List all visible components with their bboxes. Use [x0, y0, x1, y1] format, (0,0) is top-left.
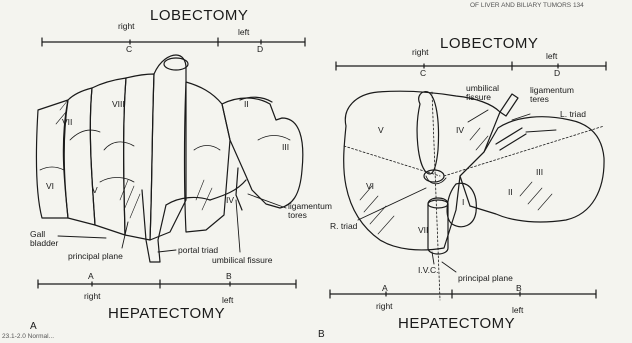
panel-b-top-c: C [420, 69, 426, 78]
panel-a-liver [36, 55, 302, 262]
panel-a-callout-ligamentum: ligamentum tores [288, 202, 332, 221]
panel-b-callout-ivc: I.V.C. [418, 266, 438, 275]
panel-a-bottom-left: left [222, 296, 233, 305]
panel-a-bottom-right: right [84, 292, 101, 301]
panel-b-bottom-title: HEPATECTOMY [398, 316, 515, 331]
panel-a-top-c: C [126, 45, 132, 54]
panel-a-letter: A [30, 322, 37, 332]
panel-b-top-title: LOBECTOMY [440, 36, 538, 51]
panel-a-segment-vii: VII [62, 118, 72, 127]
panel-b-segment-i: I [462, 198, 464, 207]
panel-a-bottom-b: B [226, 272, 232, 281]
panel-a-callout-gall-bladder: Gall bladder [30, 230, 58, 249]
page-header: OF LIVER AND BILIARY TUMORS 134 [470, 3, 584, 10]
panel-b-callout-umbilical-fissure: umbilical fissure [466, 84, 499, 103]
panel-a-callout-portal-triad: portal triad [178, 246, 218, 255]
panel-b-top-right: right [412, 48, 429, 57]
panel-a-top-right: right [118, 22, 135, 31]
panel-b-segment-v: V [378, 126, 384, 135]
panel-b-top-bracket [336, 62, 606, 70]
panel-b-callout-l-triad: L. triad [560, 110, 586, 119]
panel-b-bottom-right: right [376, 302, 393, 311]
panel-a-segment-vi: VI [46, 182, 54, 191]
panel-b-bottom-a: A [382, 284, 388, 293]
panel-a-callout-principal-plane: principal plane [68, 252, 123, 261]
panel-a-segment-v: V [92, 186, 98, 195]
panel-a-callout-umbilical-fissure: umbilical fissure [212, 256, 272, 265]
panel-b-bottom-b: B [516, 284, 522, 293]
panel-a-top-left: left [238, 28, 249, 37]
panel-b-segment-ii: II [508, 188, 513, 197]
panel-b-letter: B [318, 330, 325, 340]
panel-a-segment-ii: II [244, 100, 249, 109]
panel-b-bottom-left: left [512, 306, 523, 315]
panel-a-callouts [58, 194, 286, 252]
panel-b-top-d: D [554, 69, 560, 78]
panel-a-top-title: LOBECTOMY [150, 8, 248, 23]
panel-b-bottom-bracket [330, 290, 596, 298]
panel-a-segment-viii: VIII [112, 100, 125, 109]
panel-b-segment-iii: III [536, 168, 543, 177]
panel-b-segment-iv: IV [456, 126, 464, 135]
panel-b-callout-ligamentum-teres: ligamentum teres [530, 86, 574, 105]
panel-a-bottom-title: HEPATECTOMY [108, 306, 225, 321]
panel-a-top-bracket [42, 38, 305, 46]
panel-a-bottom-a: A [88, 272, 94, 281]
panel-a-segment-iv: IV [226, 196, 234, 205]
panel-b-segment-vi: VI [366, 182, 374, 191]
panel-b-top-left: left [546, 52, 557, 61]
panel-b-callout-r-triad: R. triad [330, 222, 357, 231]
panel-a-caption-fragment: 23.1-2.0 Normal... [2, 334, 54, 341]
panel-b-segment-vii: VII [418, 226, 428, 235]
panel-a-top-d: D [257, 45, 263, 54]
panel-b-liver [344, 91, 604, 300]
panel-a-segment-iii: III [282, 143, 289, 152]
panel-b-callout-principal-plane: principal plane [458, 274, 513, 283]
panel-a-bottom-bracket [38, 280, 296, 288]
